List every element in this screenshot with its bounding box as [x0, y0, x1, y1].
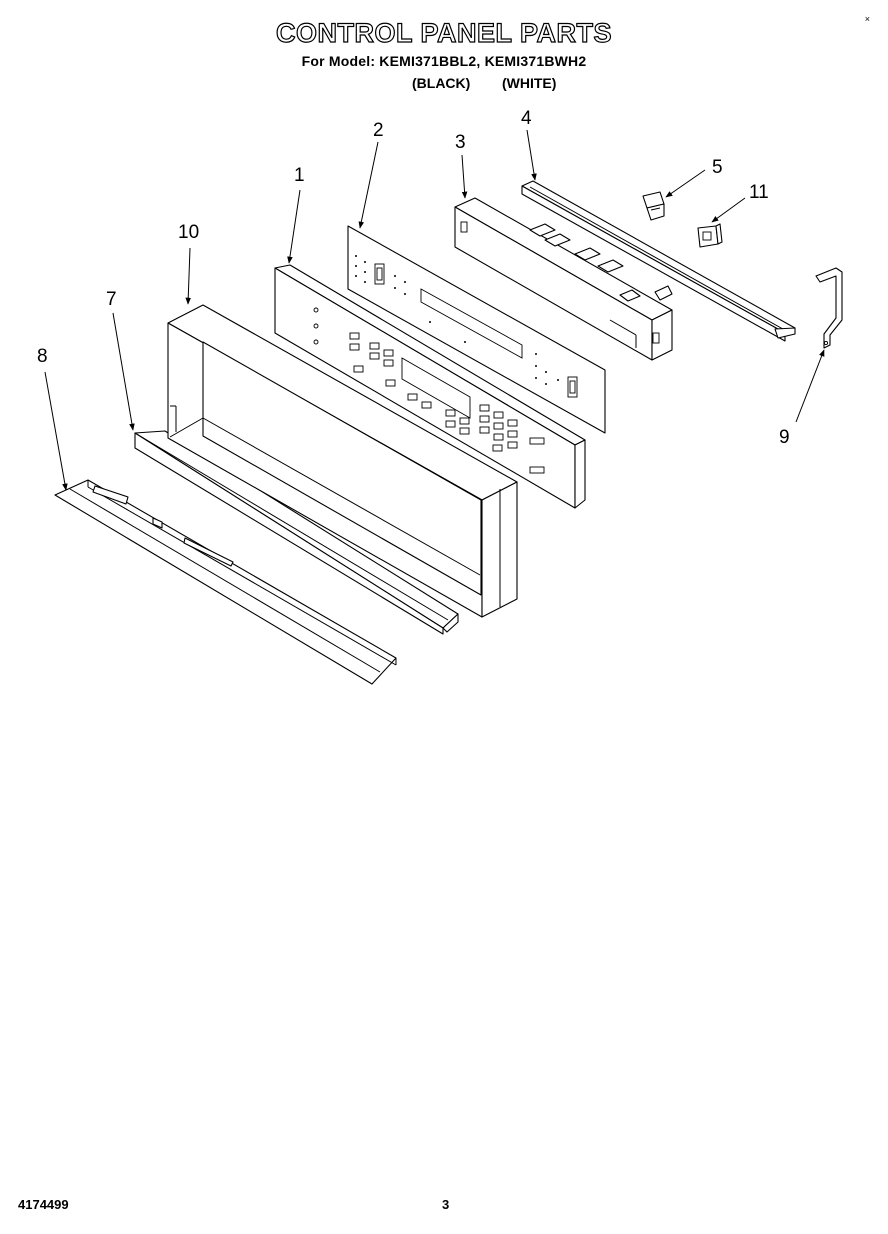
part-label-11: 11: [749, 182, 769, 203]
part-3-control-board: [454, 197, 673, 361]
part-label-7: 7: [106, 289, 117, 310]
variant-white-label: (WHITE): [502, 75, 557, 91]
part-label-10: 10: [178, 222, 199, 243]
part-9-support-rod: [815, 267, 843, 349]
document-number: 4174499: [18, 1197, 69, 1212]
page-number: 3: [442, 1197, 450, 1212]
part-label-2: 2: [373, 120, 384, 141]
part-label-3: 3: [455, 132, 466, 153]
part-label-4: 4: [521, 108, 532, 129]
part-1-control-panel: [274, 264, 586, 509]
leader-arrows: [44, 129, 825, 491]
part-label-8: 8: [37, 346, 48, 367]
part-2-overlay: [347, 225, 606, 434]
part-8-trim-strip: [54, 479, 397, 685]
part-label-5: 5: [712, 157, 723, 178]
corner-mark: ×: [864, 14, 870, 24]
page-title: CONTROL PANEL PARTS: [275, 17, 613, 48]
variant-black-label: (BLACK): [412, 75, 471, 91]
part-4-rail: [521, 180, 796, 342]
model-line: For Model: KEMI371BBL2, KEMI371BWH2: [301, 53, 587, 69]
part-label-1: 1: [294, 165, 305, 186]
part-5-clip: [642, 191, 665, 221]
part-7-lens: [134, 430, 459, 635]
part-label-9: 9: [779, 427, 790, 448]
part-11-bracket: [697, 223, 723, 248]
part-10-frame: [167, 304, 518, 618]
